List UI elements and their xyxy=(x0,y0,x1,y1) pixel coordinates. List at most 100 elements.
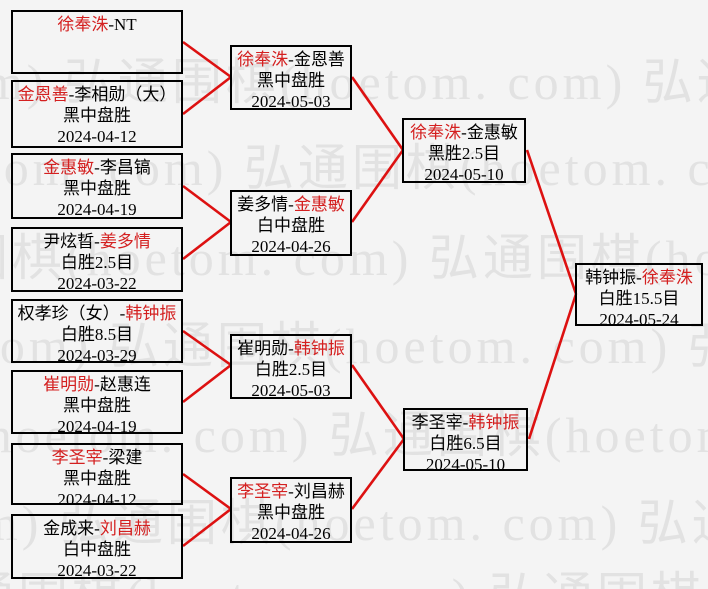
winner-name: 金惠敏 xyxy=(43,158,95,177)
match-players: 尹炫晢-姜多情 xyxy=(13,231,181,252)
connector-line xyxy=(182,329,232,367)
player-name: -刘昌赫 xyxy=(288,482,345,501)
match-date: 2024-04-26 xyxy=(251,237,331,256)
match-players: 韩钟振-徐奉洙 xyxy=(577,267,701,288)
match-date: 2024-05-10 xyxy=(425,455,506,474)
winner-name: 刘昌赫 xyxy=(99,519,151,538)
match-box-f1: 韩钟振-徐奉洙白胜15.5目 2024-05-24 xyxy=(575,263,703,329)
winner-name: 姜多情 xyxy=(99,232,151,251)
winner-name: 徐奉洙 xyxy=(410,123,462,142)
match-result: 白胜2.5目 xyxy=(60,253,134,272)
match-result: 黑中盘胜 xyxy=(63,396,131,415)
match-result: 白胜6.5目 xyxy=(429,434,502,453)
match-date: 2024-03-22 xyxy=(57,274,137,293)
match-result: 白胜2.5目 xyxy=(254,360,328,379)
match-date: 2024-04-12 xyxy=(57,127,137,146)
match-players: 徐奉洙-NT xyxy=(13,14,181,35)
player-name: -赵惠连 xyxy=(94,375,151,394)
connector-line xyxy=(527,293,578,440)
match-result: 黑胜2.5目 xyxy=(427,144,501,163)
winner-name: 韩钟振 xyxy=(468,413,520,432)
player-name: 姜多情- xyxy=(237,195,294,214)
player-name: 李圣宰- xyxy=(411,413,469,432)
player-name: 崔明勋- xyxy=(237,339,294,358)
match-result: 白胜15.5目 xyxy=(598,289,680,308)
match-players: 权孝珍（女）-韩钟振 xyxy=(13,303,181,324)
player-name: 金成来- xyxy=(43,519,100,538)
connector-line xyxy=(525,149,578,295)
match-box-r1m1: 徐奉洙-NT xyxy=(11,10,183,74)
match-date: 2024-04-19 xyxy=(57,417,137,436)
match-result: 黑中盘胜 xyxy=(63,106,131,125)
player-name: -金恩善 xyxy=(288,50,345,69)
match-players: 姜多情-金惠敏 xyxy=(232,194,350,215)
player-name: -梁建 xyxy=(102,448,143,467)
match-date: 2024-04-26 xyxy=(251,524,331,543)
winner-name: 徐奉洙 xyxy=(237,50,289,69)
match-players: 崔明勋-韩钟振 xyxy=(232,338,350,359)
match-date: 2024-03-29 xyxy=(57,346,137,365)
player-name: 韩钟振- xyxy=(585,268,642,287)
match-result: 黑中盘胜 xyxy=(63,179,131,198)
winner-name: 李圣宰 xyxy=(51,448,103,467)
player-name: 尹炫晢- xyxy=(43,232,100,251)
player-name: -金惠敏 xyxy=(461,123,518,142)
match-players: 徐奉洙-金恩善 xyxy=(232,49,350,70)
player-name: -李昌镐 xyxy=(94,158,151,177)
match-players: 金成来-刘昌赫 xyxy=(13,518,181,539)
connector-line xyxy=(350,364,406,440)
connector-line xyxy=(182,75,232,116)
connector-line xyxy=(350,149,405,223)
connector-line xyxy=(350,438,406,510)
connector-line xyxy=(182,472,232,511)
winner-name: 金惠敏 xyxy=(293,195,345,214)
match-date: 2024-05-10 xyxy=(424,165,504,184)
match-players: 金惠敏-李昌镐 xyxy=(13,157,181,178)
match-result: 黑中盘胜 xyxy=(257,503,325,522)
player-name: -NT xyxy=(108,15,137,34)
winner-name: 韩钟振 xyxy=(293,339,345,358)
connector-line xyxy=(182,220,232,261)
match-players: 李圣宰-刘昌赫 xyxy=(232,481,350,502)
match-date: 2024-05-03 xyxy=(251,92,331,111)
match-date: 2024-04-19 xyxy=(57,200,137,219)
match-players: 徐奉洙-金惠敏 xyxy=(404,122,524,143)
connector-line xyxy=(182,40,232,79)
winner-name: 韩钟振 xyxy=(125,304,177,323)
match-result: 白胜8.5目 xyxy=(60,325,134,344)
match-players: 李圣宰-梁建 xyxy=(13,447,181,468)
player-name: -李相勋（大） xyxy=(68,85,177,104)
match-date: 2024-05-24 xyxy=(599,310,679,329)
match-date: 2024-04-12 xyxy=(57,490,137,509)
match-date: 2024-03-22 xyxy=(57,561,137,580)
match-players: 崔明勋-赵惠连 xyxy=(13,374,181,395)
match-result: 黑中盘胜 xyxy=(63,469,131,488)
connector-line xyxy=(350,76,405,151)
match-box-r3m2: 李圣宰-韩钟振白胜6.5目 2024-05-10 xyxy=(403,408,528,474)
match-result: 白中盘胜 xyxy=(63,540,131,559)
match-result: 黑中盘胜 xyxy=(257,71,325,90)
connector-line xyxy=(182,363,232,404)
connector-line xyxy=(182,507,232,548)
connector-line xyxy=(182,184,232,224)
winner-name: 徐奉洙 xyxy=(57,15,109,34)
winner-name: 李圣宰 xyxy=(237,482,289,501)
winner-name: 崔明勋 xyxy=(43,375,95,394)
player-name: 权孝珍（女）- xyxy=(17,304,126,323)
match-date: 2024-05-03 xyxy=(251,381,331,400)
match-result: 白中盘胜 xyxy=(257,216,325,235)
